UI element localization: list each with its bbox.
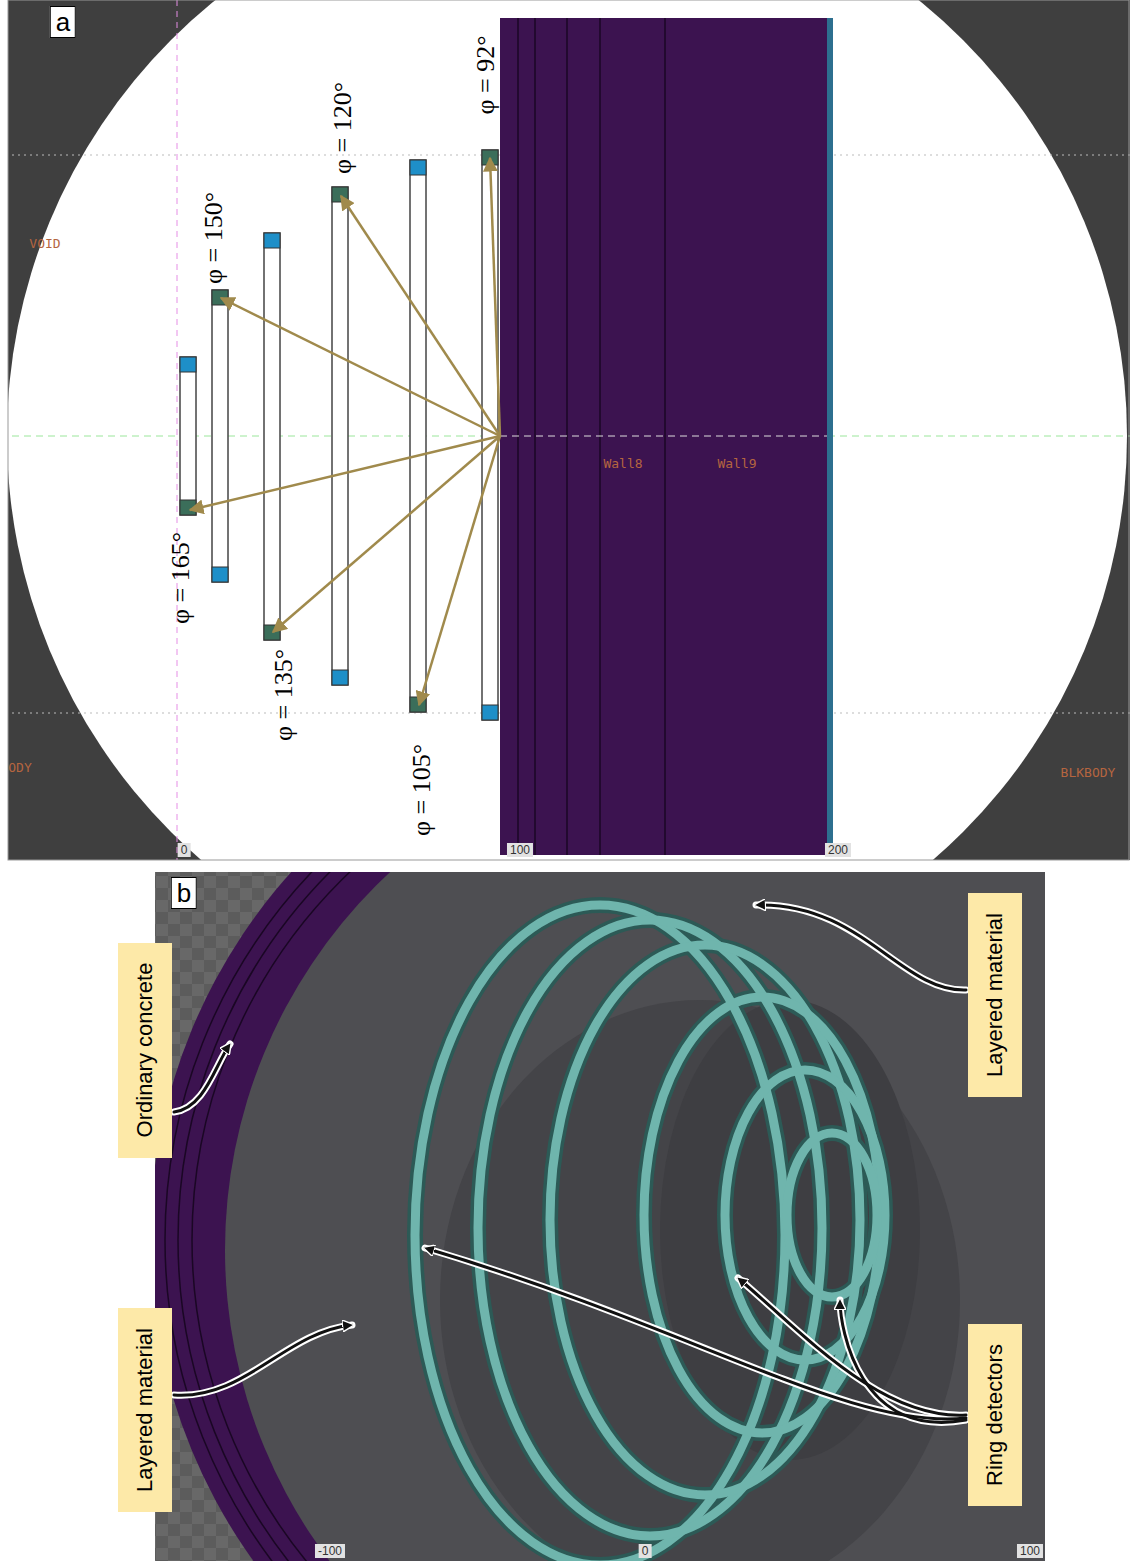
- angle-label: φ = 120°: [330, 82, 356, 174]
- wall-name: Wall8: [603, 457, 642, 470]
- callout-text: Ordinary concrete: [134, 963, 156, 1138]
- angle-label: φ = 135°: [271, 649, 297, 741]
- axis-tick: 0: [639, 1544, 652, 1558]
- region-name: ODY: [8, 761, 31, 774]
- angle-label: φ = 165°: [168, 532, 194, 624]
- panel-label: b: [171, 877, 197, 909]
- region-name: VOID: [29, 237, 60, 250]
- region-name: BLKBODY: [1061, 766, 1116, 779]
- panel-label: a: [50, 6, 76, 38]
- axis-tick: 0: [178, 843, 191, 857]
- callout-box: Layered material: [968, 893, 1022, 1097]
- wall-name: Wall9: [717, 457, 756, 470]
- angle-label: φ = 150°: [201, 192, 227, 284]
- axis-tick: -100: [315, 1544, 345, 1558]
- axis-tick: 100: [1017, 1544, 1043, 1558]
- axis-tick: 200: [825, 843, 851, 857]
- axis-tick: 100: [507, 843, 533, 857]
- callout-box: Ordinary concrete: [118, 943, 172, 1158]
- callout-text: Layered material: [134, 1328, 156, 1492]
- angle-label: φ = 105°: [409, 744, 435, 836]
- callout-text: Layered material: [984, 913, 1006, 1077]
- callout-box: Layered material: [118, 1308, 172, 1512]
- callout-text: Ring detectors: [984, 1344, 1006, 1486]
- callout-box: Ring detectors: [968, 1324, 1022, 1506]
- angle-label: φ = 92°: [473, 35, 499, 114]
